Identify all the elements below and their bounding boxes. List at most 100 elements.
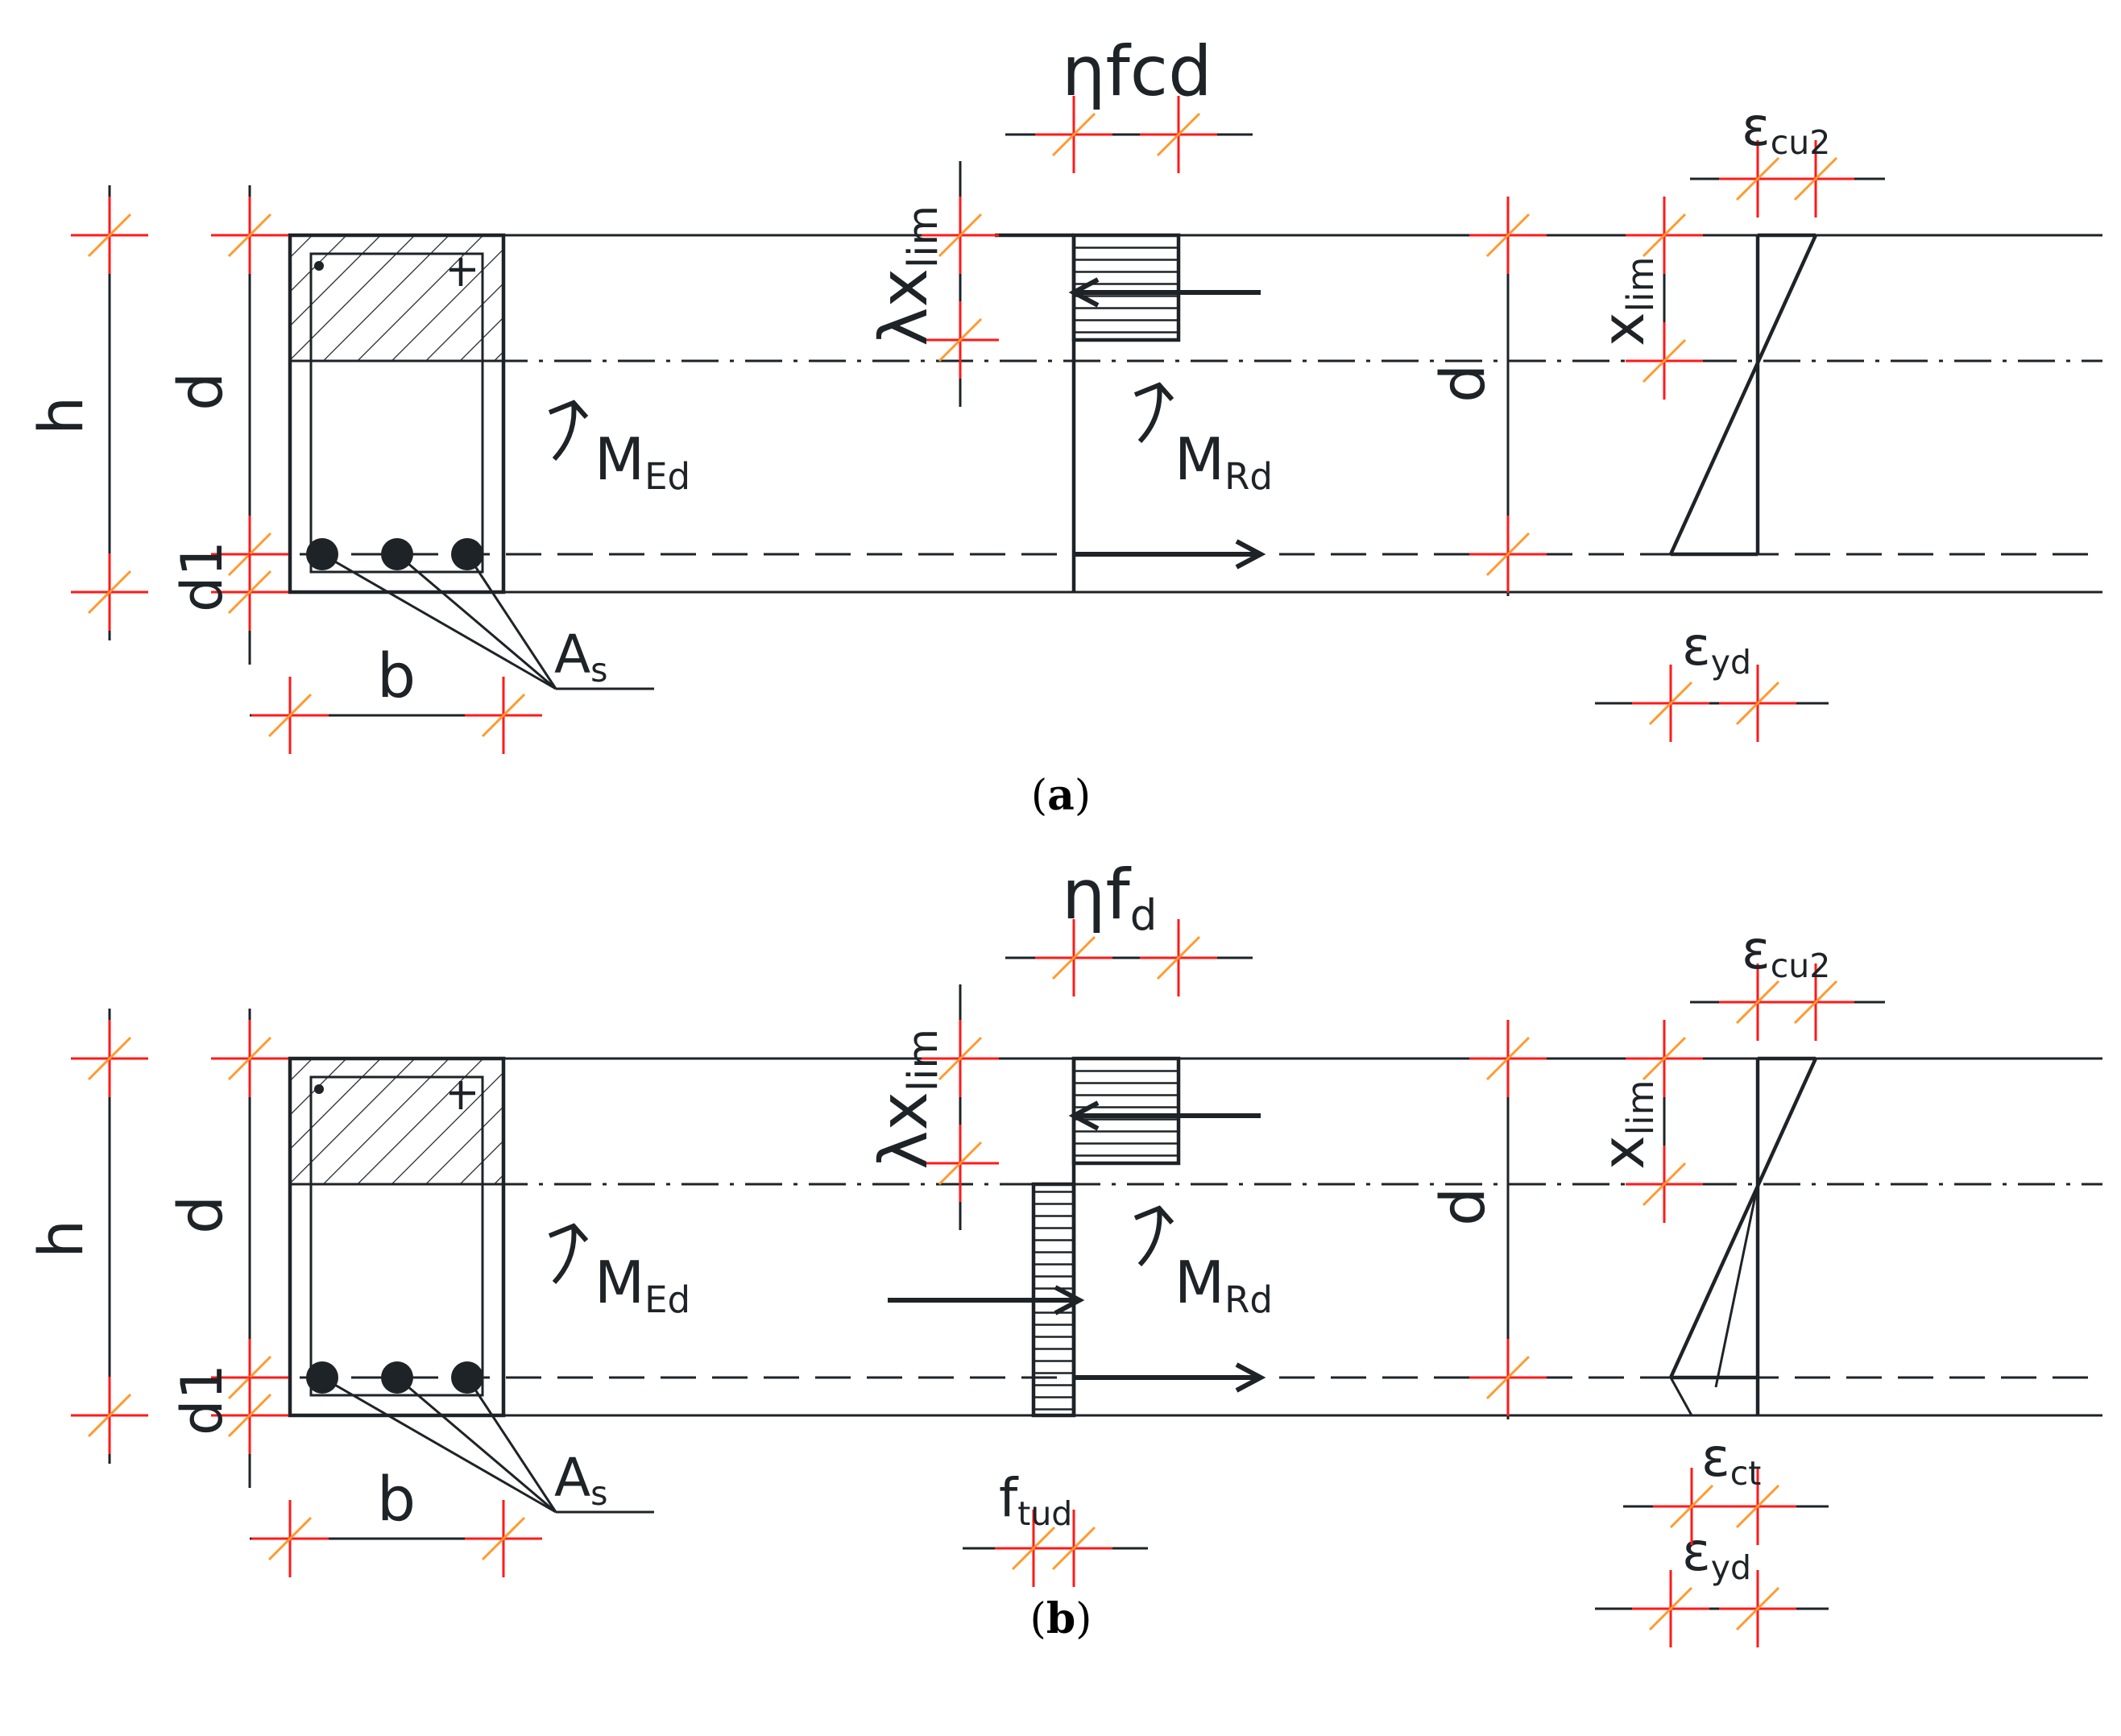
label-x-lim-main: x [1589, 312, 1657, 346]
label-eps-cu2: εcu2 [1742, 919, 1830, 985]
label-d-main: d [164, 1195, 236, 1234]
label-f-tud-main: f [999, 1467, 1019, 1529]
dim-tick-h-top [69, 1018, 150, 1099]
label-lambda-x-subscript: lim [900, 205, 947, 268]
label-b-main: b [377, 1463, 416, 1535]
label-As-main: A [554, 1447, 590, 1509]
label-h-main: h [25, 1220, 97, 1258]
label-eta-f: ηfd [1062, 855, 1157, 940]
label-lambda-x: λxlim [866, 205, 947, 346]
label-b: b [377, 640, 416, 711]
caption-close: ) [1075, 1595, 1092, 1643]
dim-tick-b-left [250, 1498, 330, 1579]
label-M-Ed-main: M [594, 425, 644, 493]
strain-profile [1668, 234, 1818, 555]
label-M-Rd-main: M [1174, 425, 1224, 493]
label-d1-main: d1 [169, 1364, 235, 1436]
moment-Ed-curve [552, 1225, 577, 1285]
label-f-tud-subscript: tud [1017, 1494, 1072, 1533]
label-As-main: A [554, 624, 590, 686]
label-d: d [164, 372, 236, 411]
label-M-Rd-subscript: Rd [1224, 1278, 1273, 1321]
label-lambda-x-main: λx [866, 268, 942, 346]
moment-Ed-head [548, 400, 589, 419]
moment-Rd-curve [1137, 384, 1162, 444]
label-lambda-x-subscript: lim [900, 1029, 947, 1092]
dim-tick-h-top [69, 195, 150, 276]
caption-open: ( [1031, 772, 1047, 820]
as-leader-1 [321, 553, 557, 690]
as-leader-1 [321, 1376, 557, 1514]
strain-ct-edge [1669, 1377, 1693, 1416]
caption-close: ) [1075, 772, 1091, 820]
label-M-Rd-main: M [1174, 1249, 1224, 1316]
dim-tick-dright-top [1468, 195, 1548, 276]
label-eps-cu2-subscript: cu2 [1771, 123, 1831, 162]
panel-caption: (a) [1031, 771, 1091, 820]
label-b: b [377, 1463, 416, 1535]
label-As-subscript: s [590, 651, 607, 690]
tension-force-arrow-head [1235, 1362, 1266, 1393]
compression-zone-hatch [292, 1060, 502, 1184]
label-d-main: d [164, 372, 236, 411]
label-eps-yd: εyd [1682, 1521, 1751, 1587]
dim-tick-h-bottom [69, 552, 150, 632]
panel-b: Ashdd1bMEdftudηfdλxlimMRddxlimεcu2εydεct… [25, 855, 2102, 1649]
compression-force-arrow [1068, 277, 1261, 308]
label-eta-f-main: ηfcd [1062, 31, 1212, 112]
compression-zone-hatch [292, 237, 502, 361]
label-eta-f-subscript: d [1130, 891, 1158, 940]
label-eps-cu2-main: ε [1742, 96, 1771, 158]
beam-cross-section [288, 1056, 506, 1418]
compression-force-arrow-head [1068, 1100, 1100, 1131]
label-eps-ct-main: ε [1701, 1427, 1730, 1489]
label-h: h [25, 396, 97, 435]
label-lambda-x: λxlim [866, 1029, 947, 1170]
compression-force-arrow-head [1068, 277, 1100, 308]
dim-tick-dright-steel [1468, 1337, 1548, 1418]
label-M-Rd-subscript: Rd [1224, 455, 1273, 498]
label-x-lim-subscript: lim [1619, 1080, 1662, 1136]
label-M-Ed-subscript: Ed [644, 1278, 690, 1321]
label-As: As [554, 624, 608, 690]
label-d1-main: d1 [169, 541, 235, 612]
label-As-subscript: s [590, 1474, 607, 1513]
label-eps-cu2-main: ε [1742, 919, 1771, 981]
panel-caption: (b) [1030, 1594, 1092, 1643]
strain-ct-dashed [1714, 1183, 1759, 1388]
dim-tick-b-left [250, 675, 330, 756]
label-x-lim-main: x [1589, 1135, 1657, 1170]
beam-cross-section [288, 233, 506, 595]
label-M-Ed: MEd [594, 425, 690, 498]
label-eps-yd: εyd [1682, 615, 1751, 682]
dim-tick-d-top [209, 1018, 290, 1099]
label-x-lim: xlim [1589, 257, 1662, 346]
label-f-tud: ftud [999, 1467, 1072, 1533]
moment-Rd-head [1133, 382, 1174, 401]
fibre-tension-arrow-head [1054, 1285, 1085, 1315]
dim-tick-b-right [463, 675, 544, 756]
label-d-right-main: d [1427, 364, 1498, 403]
compression-force-arrow [1068, 1100, 1261, 1131]
label-h: h [25, 1220, 97, 1258]
label-eps-cu2: εcu2 [1742, 96, 1830, 162]
moment-Ed-head [548, 1223, 589, 1242]
label-eta-f-main: ηf [1062, 855, 1132, 935]
label-b-main: b [377, 640, 416, 711]
dim-tick-dright-top [1468, 1018, 1548, 1099]
compression-stress-block [1071, 1056, 1181, 1166]
compression-stress-block [1071, 233, 1181, 342]
label-d1: d1 [169, 1364, 235, 1436]
moment-Rd-curve [1137, 1208, 1162, 1267]
label-eps-yd-main: ε [1682, 615, 1711, 677]
moment-Rd-head [1133, 1205, 1174, 1224]
label-As: As [554, 1447, 608, 1513]
tension-force-arrow [1074, 1362, 1266, 1393]
dim-tick-d-top [209, 195, 290, 276]
as-leader-2 [396, 1376, 557, 1514]
as-leader-2 [396, 553, 557, 690]
label-M-Rd: MRd [1174, 425, 1273, 498]
section-outline [288, 1056, 506, 1418]
